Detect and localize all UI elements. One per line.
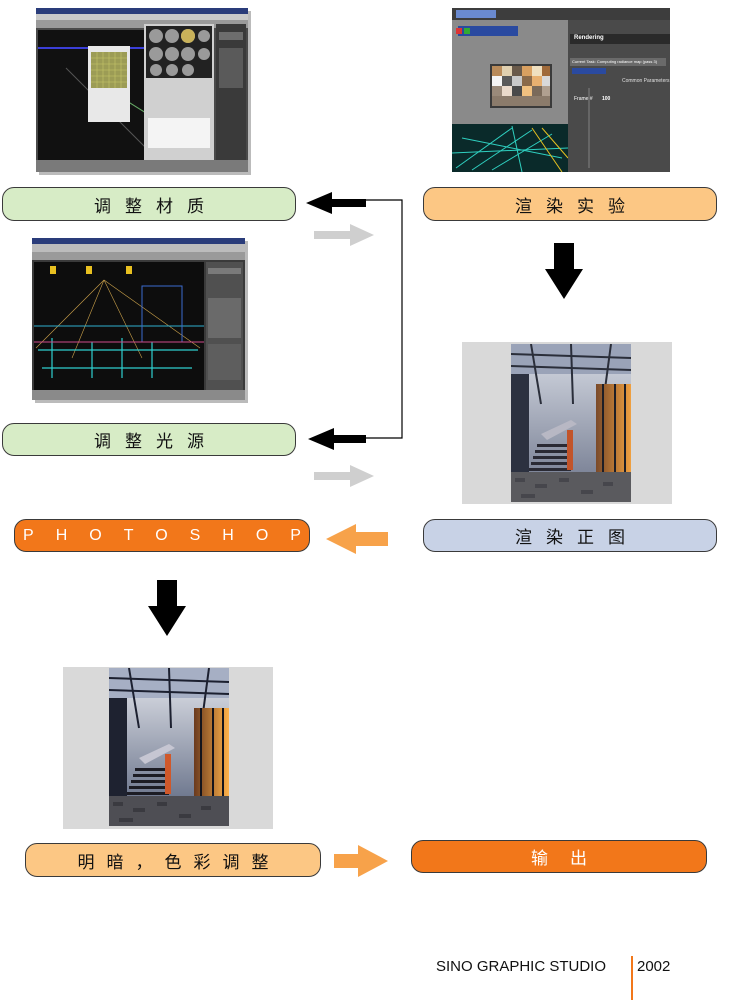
step-brightness-color: 明暗，色彩调整 (25, 843, 321, 877)
lighting-viewport-screenshot (32, 238, 245, 400)
step-output: 输出 (411, 840, 707, 873)
step-adjust-material: 调整材质 (2, 187, 296, 221)
render-test-illustration (452, 8, 670, 172)
step-render-final: 渲染正图 (423, 519, 717, 552)
render-panel-progress: Current Task: Computing radiance map (pa… (572, 59, 658, 64)
render-test-screenshot: Rendering Current Task: Computing radian… (452, 8, 670, 172)
step-photoshop: PHOTOSHOP (14, 519, 310, 552)
arrow-down-black-icon-2 (148, 580, 186, 636)
render-panel-title: Rendering (574, 35, 604, 41)
arrow-right-orange-icon (334, 845, 388, 877)
lighting-viewport-illustration (32, 238, 245, 400)
arrow-right-gray-icon-2 (314, 465, 374, 487)
step-render-test: 渲染实验 (423, 187, 717, 221)
footer-studio: SINO GRAPHIC STUDIO (436, 958, 607, 975)
render-panel-frame-label: Frame # (574, 96, 593, 102)
footer-year: 2002 (637, 958, 671, 975)
arrow-left-black-icon-2 (308, 428, 366, 450)
arrow-right-gray-icon (314, 224, 374, 246)
material-editor-screenshot (36, 8, 248, 172)
feedback-connector-line (364, 199, 403, 439)
arrow-down-black-icon (545, 243, 583, 299)
adjusted-render-image (109, 668, 229, 826)
arrow-left-orange-icon (326, 524, 388, 554)
material-editor-illustration (36, 8, 248, 172)
render-panel-parameters: Common Parameters (622, 78, 670, 84)
arrow-left-black-icon (306, 192, 366, 214)
render-panel-frame-value: 100 (602, 96, 611, 102)
step-adjust-light: 调整光源 (2, 423, 296, 456)
footer-divider (631, 956, 633, 1000)
final-render-image (511, 344, 631, 502)
